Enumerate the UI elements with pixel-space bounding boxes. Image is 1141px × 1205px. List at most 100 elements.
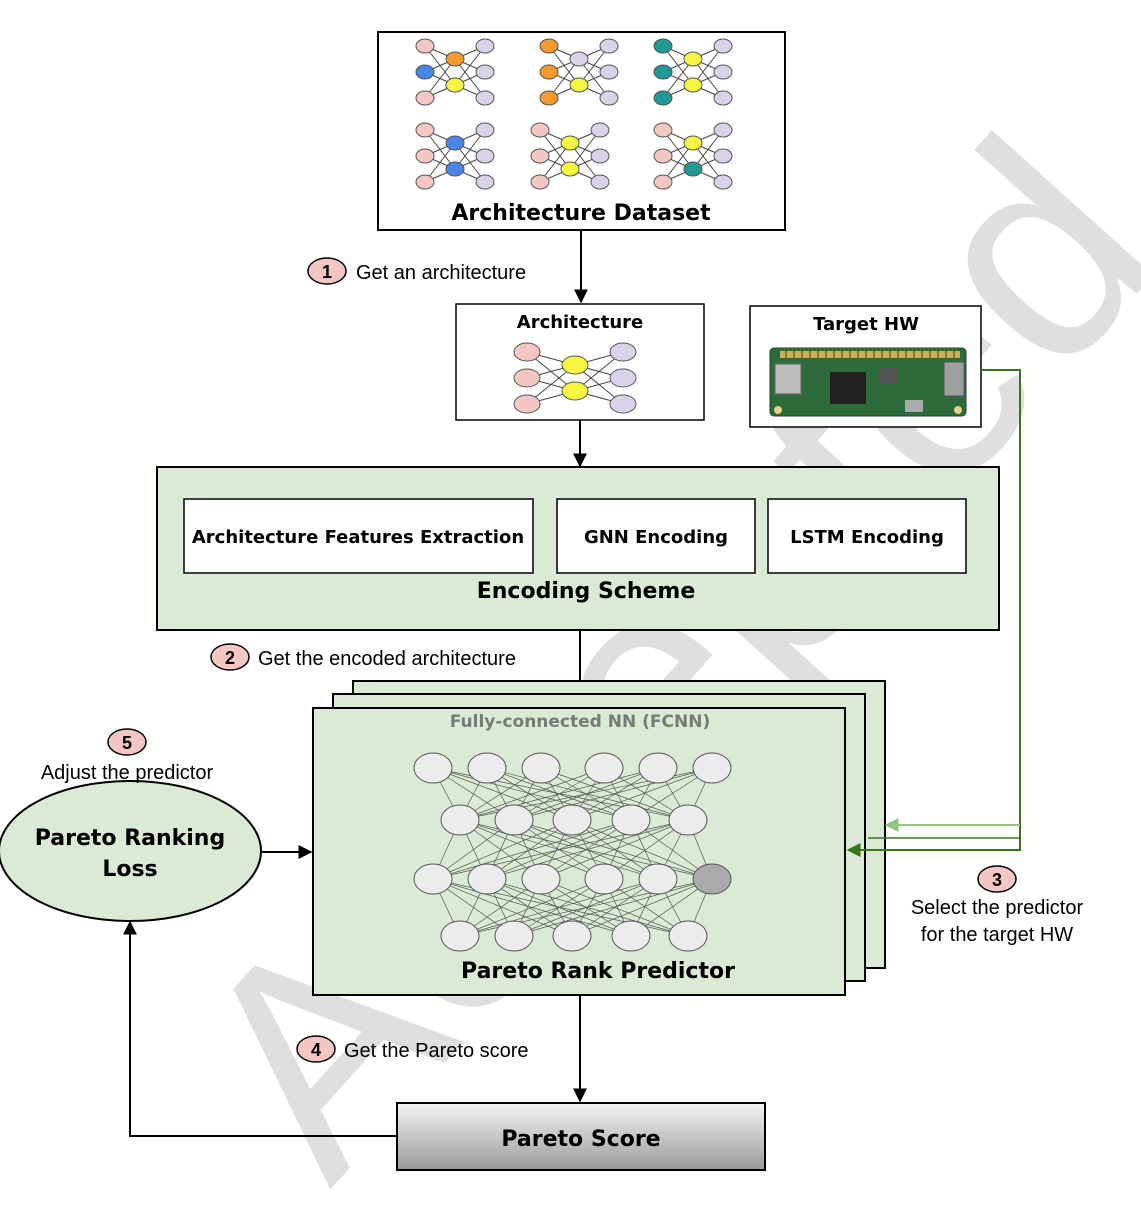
net-node [683, 161, 703, 177]
fcnn-node [611, 920, 651, 952]
net-node [713, 90, 733, 106]
dataset-net-5 [530, 122, 610, 190]
net-node [475, 38, 495, 54]
dataset-net-2 [539, 38, 619, 106]
net-node [415, 148, 435, 164]
pareto-score-label: Pareto Score [501, 1127, 660, 1152]
net-node [569, 77, 589, 93]
net-node [683, 135, 703, 151]
step-2-badge: 2 [210, 643, 250, 671]
net-node [445, 161, 465, 177]
net-node [561, 355, 589, 375]
net-node [475, 90, 495, 106]
architecture-label: Architecture [517, 312, 643, 333]
net-node [653, 148, 673, 164]
net-node [415, 90, 435, 106]
net-node [683, 51, 703, 67]
watermark-text: Accepted [128, 78, 1141, 1205]
pareto-ranking-loss-line1: Pareto Ranking [35, 826, 225, 851]
net-node [609, 368, 637, 388]
step-3-badge: 3 [977, 865, 1017, 893]
net-node [539, 64, 559, 80]
step-4-badge: 4 [296, 1035, 336, 1063]
fcnn-node [611, 804, 651, 836]
net-node [445, 77, 465, 93]
net-node [475, 148, 495, 164]
fcnn-node [668, 920, 708, 952]
net-node [539, 38, 559, 54]
net-node [513, 394, 541, 414]
predictor-stack: Fully-connected NN (FCNN) Pareto Rank Pr… [312, 680, 886, 996]
net-node [713, 64, 733, 80]
dataset-net-4 [415, 122, 495, 190]
fcnn-node [494, 920, 534, 952]
net-node [415, 122, 435, 138]
step-3-label-line1: Select the predictor [911, 897, 1084, 919]
fcnn-label: Fully-connected NN (FCNN) [450, 712, 710, 732]
fcnn-node [440, 920, 480, 952]
fcnn-node [692, 752, 732, 784]
net-node [599, 64, 619, 80]
net-node [713, 38, 733, 54]
net-node [475, 122, 495, 138]
net-node [530, 122, 550, 138]
net-node [445, 135, 465, 151]
fcnn-node [467, 752, 507, 784]
target-hw-box: Target HW [749, 305, 982, 428]
step-4-label: Get the Pareto score [344, 1040, 529, 1062]
net-node [560, 161, 580, 177]
net-node [475, 64, 495, 80]
net-node [513, 368, 541, 388]
net-node [713, 148, 733, 164]
step-2-label: Get the encoded architecture [258, 648, 516, 670]
net-node [530, 174, 550, 190]
dataset-net-3 [653, 38, 733, 106]
step-1-badge: 1 [307, 257, 347, 285]
architecture-box: Architecture [455, 303, 705, 421]
encoding-method-features-label: Architecture Features Extraction [192, 527, 524, 548]
fcnn-network [413, 752, 732, 952]
net-node [609, 342, 637, 362]
encoding-scheme-panel: Architecture Features Extraction GNN Enc… [156, 466, 1000, 631]
target-hw-label: Target HW [813, 314, 919, 335]
step-5-label: Adjust the predictor [41, 762, 214, 784]
hardware-board-icon [769, 347, 967, 417]
fcnn-node [413, 863, 453, 895]
pareto-score-box: Pareto Score [396, 1102, 766, 1171]
net-node [653, 38, 673, 54]
dataset-net-6 [653, 122, 733, 190]
net-node [445, 51, 465, 67]
net-node [539, 90, 559, 106]
net-node [415, 174, 435, 190]
architecture-net [513, 342, 637, 414]
fcnn-node [692, 863, 732, 895]
net-node [713, 122, 733, 138]
fcnn-node [413, 752, 453, 784]
encoding-scheme-label: Encoding Scheme [477, 579, 696, 604]
fcnn-node [638, 863, 678, 895]
net-node [653, 174, 673, 190]
fcnn-node [584, 752, 624, 784]
step-1-number: 1 [322, 262, 332, 282]
dataset-network-icons [415, 38, 733, 190]
step-3-label-line2: for the target HW [921, 924, 1073, 946]
step-4-number: 4 [311, 1040, 321, 1060]
fcnn-node [440, 804, 480, 836]
net-node [653, 64, 673, 80]
fcnn-node [521, 752, 561, 784]
architecture-dataset-box: Architecture Dataset [377, 31, 786, 231]
net-node [713, 174, 733, 190]
net-node [653, 90, 673, 106]
encoding-method-lstm-label: LSTM Encoding [790, 527, 944, 548]
step-2-number: 2 [225, 648, 235, 668]
architecture-network-icon [513, 342, 637, 414]
architecture-dataset-label: Architecture Dataset [451, 201, 711, 226]
fcnn-node [552, 920, 592, 952]
net-node [590, 148, 610, 164]
net-node [560, 135, 580, 151]
encoding-method-gnn: GNN Encoding [556, 498, 756, 574]
pareto-ranking-loss: Pareto Ranking Loss [0, 780, 262, 922]
step-5-badge: 5 [107, 728, 147, 756]
dataset-net-1 [415, 38, 495, 106]
